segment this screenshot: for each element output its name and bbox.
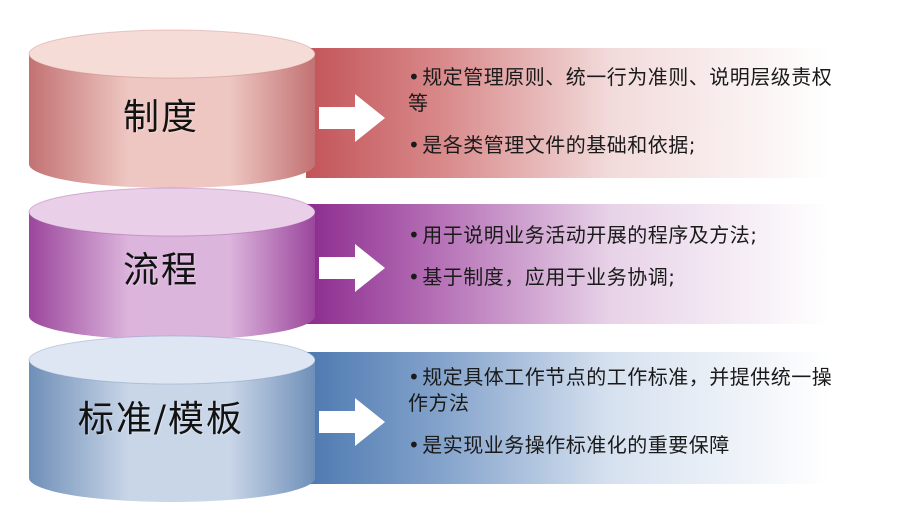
bullet-list: 用于说明业务活动开展的程序及方法; 基于制度，应用于业务协调;	[408, 222, 848, 306]
cylinder-shape	[28, 29, 316, 188]
cylinder-disk	[24, 186, 320, 342]
layer-title: 标准/模板	[77, 399, 245, 440]
bullet-list: 规定具体工作节点的工作标准，并提供统一操作方法 是实现业务操作标准化的重要保障	[408, 364, 848, 474]
cylinder-disk	[24, 28, 320, 190]
bullet-item: 用于说明业务活动开展的程序及方法;	[408, 222, 848, 248]
cylinder-shape	[28, 187, 316, 340]
arrow-right-icon	[319, 398, 385, 446]
layer-zhidu: 制度 规定管理原则、统一行为准则、说明层级责权等 是各类管理文件的基础和依据;	[0, 28, 914, 190]
bullet-item: 是各类管理文件的基础和依据;	[408, 132, 848, 158]
arrow-right-icon	[319, 244, 385, 292]
bullet-item: 规定管理原则、统一行为准则、说明层级责权等	[408, 64, 848, 116]
bullet-item: 基于制度，应用于业务协调;	[408, 264, 848, 290]
layer-liucheng: 流程 用于说明业务活动开展的程序及方法; 基于制度，应用于业务协调;	[0, 186, 914, 342]
layer-biaozhun-muban: 标准/模板 规定具体工作节点的工作标准，并提供统一操作方法 是实现业务操作标准化…	[0, 334, 914, 504]
arrow-right-icon	[319, 94, 385, 142]
layer-title: 流程	[122, 250, 199, 291]
layer-title: 制度	[122, 97, 199, 138]
cylinder-disk	[24, 334, 320, 504]
bullet-item: 是实现业务操作标准化的重要保障	[408, 432, 848, 458]
cylinder-shape	[28, 335, 316, 502]
bullet-item: 规定具体工作节点的工作标准，并提供统一操作方法	[408, 364, 848, 416]
bullet-list: 规定管理原则、统一行为准则、说明层级责权等 是各类管理文件的基础和依据;	[408, 64, 848, 174]
